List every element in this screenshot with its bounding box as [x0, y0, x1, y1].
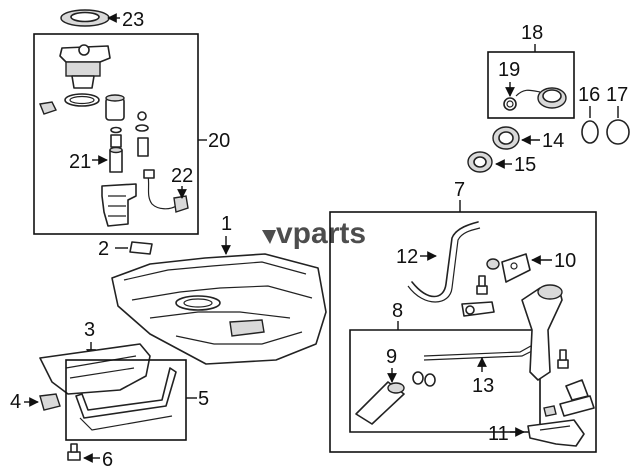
callout-4: 4 — [10, 391, 21, 413]
callout-21: 21 — [69, 151, 91, 173]
part-4-bracket: 4 — [10, 391, 61, 413]
callout-13: 13 — [472, 375, 494, 397]
part-19-cap-gasket: 19 — [498, 59, 520, 111]
tank-strap-group-box — [65, 359, 187, 441]
callout-22: 22 — [171, 165, 193, 187]
part-18-fuel-cap — [515, 87, 567, 109]
callout-3: 3 — [84, 319, 95, 341]
callout-16: 16 — [578, 84, 600, 106]
part-5-tank-straps — [75, 367, 177, 431]
callout-20: 20 — [208, 130, 230, 152]
callout-9: 9 — [386, 346, 397, 368]
callout-12: 12 — [396, 246, 418, 268]
part-bolt-right — [557, 349, 569, 369]
callout-14: 14 — [542, 130, 564, 152]
callout-1: 1 — [221, 213, 232, 235]
part-filler-neck — [521, 284, 563, 381]
callout-23: 23 — [122, 9, 144, 31]
callout-19: 19 — [498, 59, 520, 81]
part-2-label: 2 — [98, 238, 153, 260]
vparts-logo-icon — [262, 230, 276, 244]
part-clip-small — [486, 258, 500, 270]
filler-cap-group-box — [487, 51, 575, 119]
part-23-lock-ring: 23 — [60, 9, 144, 31]
callout-7: 7 — [454, 179, 465, 201]
fuel-pump-group-box — [33, 33, 199, 235]
callout-10: 10 — [554, 250, 576, 272]
part-14-cap-housing: 14 — [492, 126, 564, 152]
part-valve — [461, 301, 495, 317]
part-12-breather-tube: 12 — [396, 221, 481, 303]
callout-6: 6 — [102, 449, 113, 471]
part-17-o-ring: 17 — [606, 84, 630, 145]
part-1-fuel-tank: 1 — [111, 213, 327, 365]
filler-pipe-group-box — [329, 211, 597, 453]
callout-18: 18 — [521, 22, 543, 44]
part-6-bolt: 6 — [67, 443, 113, 471]
part-9-filler-hose: 9 — [355, 346, 436, 425]
part-bolt-mid — [476, 275, 488, 295]
watermark-text: vparts — [276, 217, 366, 250]
part-15-ring: 15 — [467, 151, 536, 176]
part-20-fuel-pump-assembly — [39, 44, 189, 227]
callout-15: 15 — [514, 154, 536, 176]
callout-11: 11 — [488, 423, 509, 445]
callout-5: 5 — [198, 388, 209, 410]
callout-2: 2 — [98, 238, 109, 260]
part-3-protector: 3 — [39, 319, 151, 395]
part-16-o-ring: 16 — [578, 84, 600, 144]
vparts-watermark: vparts — [262, 217, 366, 250]
part-brackets-right — [543, 379, 595, 417]
callout-17: 17 — [606, 84, 628, 106]
part-10-bracket: 10 — [501, 250, 576, 283]
callout-8: 8 — [392, 300, 403, 322]
part-11-filler-bracket: 11 — [488, 419, 585, 447]
